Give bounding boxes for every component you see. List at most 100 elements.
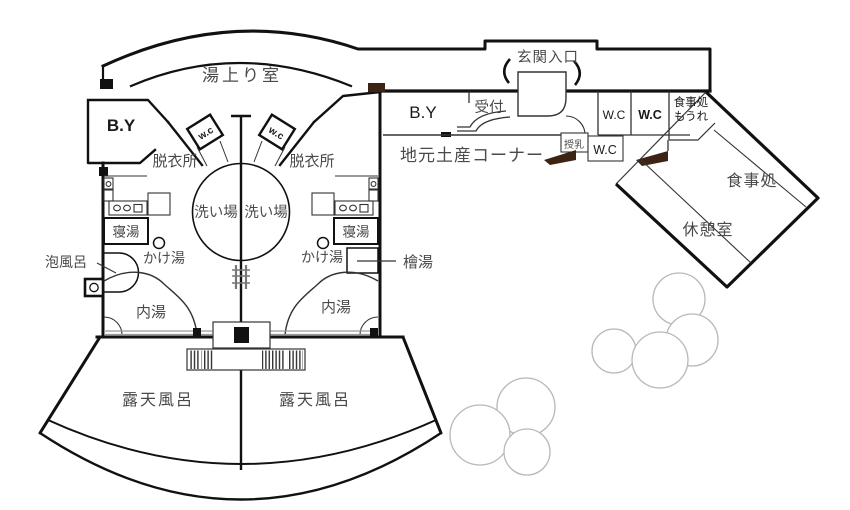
entry-dark-block <box>368 83 385 92</box>
center-pillar <box>234 327 249 343</box>
dining-annex <box>614 90 820 289</box>
label-lying-bath-left: 寝湯 <box>113 224 140 240</box>
label-dining-room: 食事処 <box>726 172 777 190</box>
sink-counter <box>334 200 374 216</box>
door-wedge <box>544 150 576 165</box>
wc-lower-box <box>587 135 624 162</box>
lying-bath-left-box <box>103 217 149 245</box>
bubble-bath-leader-line <box>96 262 117 274</box>
fan-outer-arc <box>38 431 443 501</box>
wc-cell-walls <box>597 91 690 151</box>
wc-booth-right: w.c <box>257 113 297 151</box>
label-boiler-room: B.Y <box>107 116 136 135</box>
label-pouring-bath-left: かけ湯 <box>143 250 185 266</box>
label-entrance: 玄関入口 <box>517 49 579 66</box>
annex-thick-edges <box>614 90 820 289</box>
annex-room-divider <box>639 158 752 264</box>
label-rest-room: 休憩室 <box>682 221 733 239</box>
wc-booth-left: w.c <box>185 113 225 151</box>
sink-bowl <box>339 204 347 212</box>
wc-booth-partitions <box>196 140 286 167</box>
steps-ladder <box>232 265 250 289</box>
label-indoor-bath-left: 内湯 <box>136 304 166 321</box>
left-fixtures <box>103 175 171 216</box>
corridor <box>383 91 716 151</box>
sink-bowl <box>105 181 112 187</box>
pouring-bath-left-basin <box>152 236 166 250</box>
vestibule <box>502 58 586 136</box>
label-open-air-bath-right: 露天風呂 <box>279 392 351 409</box>
label-reception: 受付 <box>475 99 504 116</box>
door-leaf-right <box>573 60 582 86</box>
sink-basin <box>133 203 143 213</box>
restaurant-cell-walls <box>669 122 716 141</box>
door-arc-left <box>103 316 123 336</box>
room-labels: 湯上り室 B.Y 脱衣所 脱衣所 洗い場 洗い場 寝湯 寝湯 かけ湯 かけ湯 泡… <box>45 49 777 409</box>
open-air-fan <box>38 335 443 501</box>
label-washing-area-left: 洗い場 <box>194 204 238 221</box>
right-fixtures <box>311 175 379 216</box>
column-marker <box>193 328 201 336</box>
tree <box>631 331 689 389</box>
pouring-bath-right-basin <box>316 236 330 250</box>
label-pouring-bath-right: かけ湯 <box>301 249 343 265</box>
sink-counter <box>108 200 148 216</box>
sink-bowl <box>113 204 121 212</box>
label-restaurant-line2: もうれ <box>674 110 709 123</box>
sink-bowl <box>349 204 357 212</box>
column-marker <box>99 167 108 176</box>
column-marker <box>370 328 378 336</box>
tree <box>591 328 637 374</box>
door-arc-right <box>359 316 379 336</box>
garden-trees <box>449 272 719 476</box>
fan-inner-arc <box>47 419 437 465</box>
roof-outline <box>101 29 712 93</box>
outer-walls <box>86 29 712 339</box>
bubble-bath-pump <box>83 277 105 298</box>
sink-bowl <box>123 204 131 212</box>
label-lying-bath-right: 寝湯 <box>343 224 370 240</box>
door-swing-arc <box>565 115 586 136</box>
tree <box>449 404 511 466</box>
locker <box>368 189 379 202</box>
washing-area <box>191 114 291 470</box>
sink-basin <box>359 203 369 213</box>
fan-wall-right <box>278 90 382 167</box>
indoor-bath-left-outline <box>103 271 198 336</box>
label-open-air-bath-left: 露天風呂 <box>122 392 194 409</box>
deck-band <box>186 348 306 371</box>
sink-bowl <box>370 181 377 187</box>
label-changing-room-right: 脱衣所 <box>289 153 334 170</box>
bench <box>311 192 335 216</box>
label-washing-area-right: 洗い場 <box>244 204 288 221</box>
locker <box>103 177 114 190</box>
label-after-bath-room: 湯上り室 <box>202 66 282 85</box>
fan-right-edge <box>401 335 443 435</box>
label-bubble-bath: 泡風呂 <box>45 254 87 270</box>
label-toilet-a: W.C <box>603 108 626 122</box>
tree <box>503 428 551 476</box>
locker <box>103 189 114 202</box>
label-back-yard: B.Y <box>409 103 436 122</box>
column-marker <box>100 79 113 89</box>
deck-hatch <box>262 350 303 369</box>
fan-left-edge <box>38 335 102 435</box>
center-divider <box>231 114 251 470</box>
reception-counter <box>457 110 511 132</box>
annex-thin-edge <box>615 91 707 185</box>
inner-arc <box>129 61 353 88</box>
label-souvenir-corner: 地元土産コーナー <box>400 146 544 165</box>
locker <box>368 177 379 190</box>
annex-veranda-line <box>713 129 807 208</box>
indoor-bath-right-outline <box>284 271 379 336</box>
label-toilet-b: W.C <box>638 108 662 122</box>
label-toilet-c: W.C <box>593 143 617 157</box>
lying-bath-right-box <box>333 217 379 245</box>
label-changing-room-left: 脱衣所 <box>152 153 197 170</box>
by-room-walls <box>86 98 170 165</box>
bench <box>147 192 171 216</box>
bottom-wall-rails <box>104 330 378 336</box>
label-restaurant-line1: 食事処 <box>674 95 709 109</box>
